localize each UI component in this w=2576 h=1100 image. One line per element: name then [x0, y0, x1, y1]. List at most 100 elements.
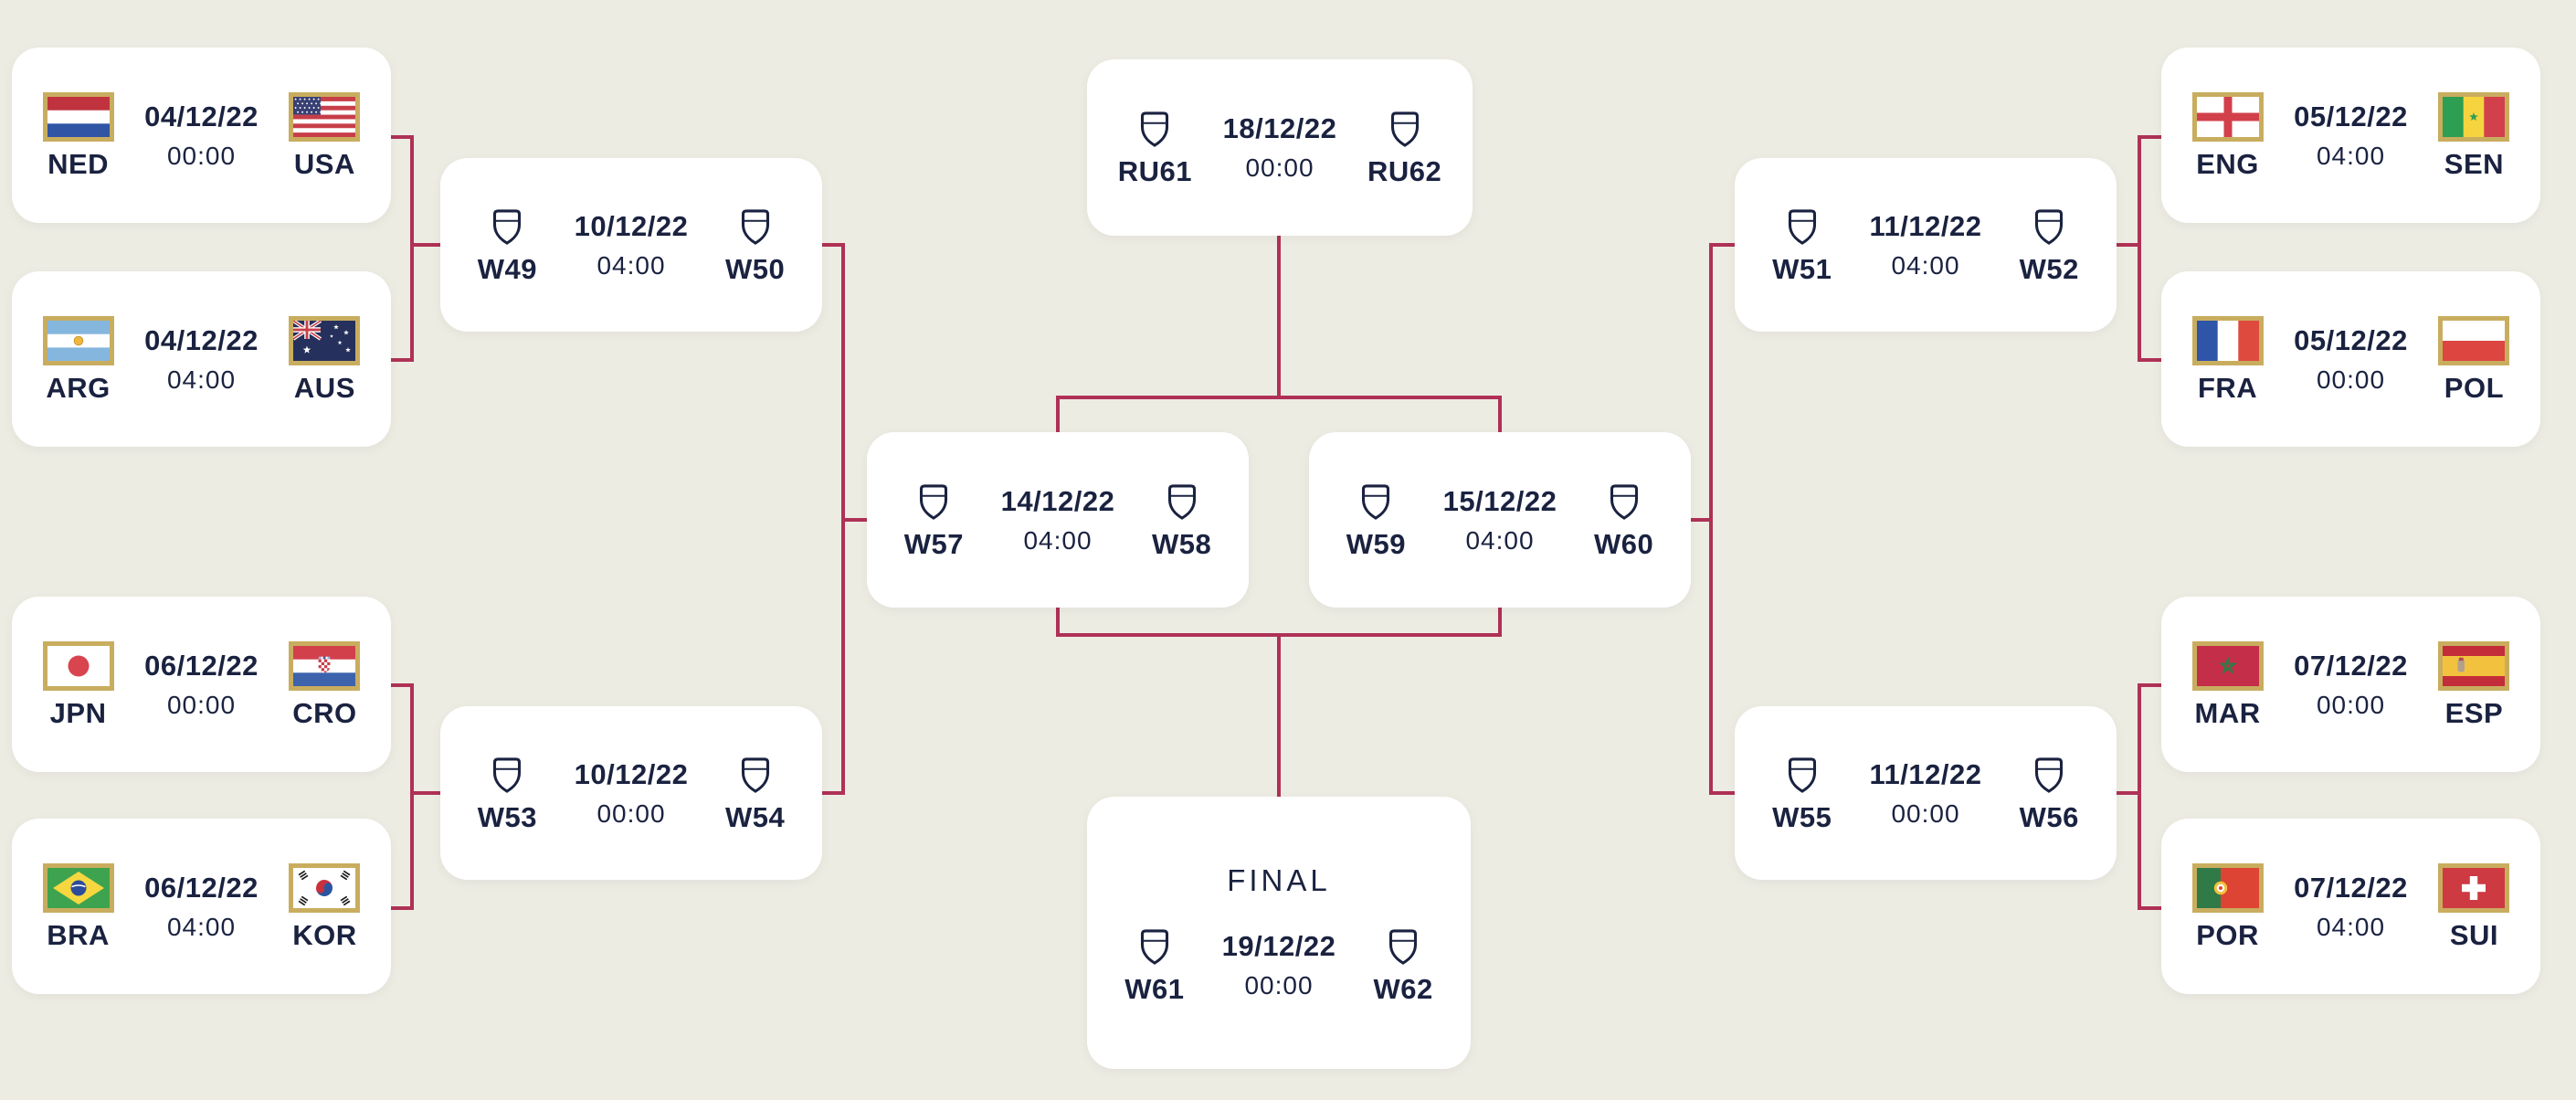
connector-line: [1709, 243, 1713, 795]
portugal-flag-icon: [2191, 863, 2264, 913]
match-card-ru61-ru62[interactable]: RU61 18/12/22 00:00 RU62: [1087, 59, 1473, 236]
connector-line: [391, 135, 414, 139]
match-row: ENG 05/12/22 04:00 SEN: [2161, 92, 2540, 178]
match-date: 11/12/22: [1869, 209, 1982, 242]
match-schedule: 06/12/22 04:00: [144, 873, 259, 940]
match-row: W49 10/12/22 04:00 W50: [440, 207, 822, 283]
away-team: AUS: [259, 316, 391, 402]
away-team: W56: [1981, 756, 2117, 831]
match-card-w59-w60[interactable]: W59 15/12/22 04:00 W60: [1309, 432, 1691, 608]
match-row: BRA 06/12/22 04:00 KOR: [12, 863, 391, 949]
match-schedule: 11/12/22 04:00: [1870, 212, 1982, 279]
match-row: W53 10/12/22 00:00 W54: [440, 756, 822, 831]
match-card-arg-aus[interactable]: ARG 04/12/22 04:00 AUS: [12, 271, 391, 447]
connector-line: [2117, 243, 2141, 247]
connector-line: [2141, 683, 2161, 687]
away-team: RU62: [1336, 110, 1473, 185]
poland-flag-icon: [2438, 316, 2510, 365]
france-flag-icon: [2191, 316, 2264, 365]
match-date: 04/12/22: [144, 100, 259, 132]
match-card-w57-w58[interactable]: W57 14/12/22 04:00 W58: [867, 432, 1249, 608]
team-code: BRA: [47, 919, 110, 951]
team-code: W55: [1772, 800, 1832, 833]
shield-icon: [491, 207, 523, 247]
connector-line: [1056, 396, 1502, 399]
team-code: RU61: [1117, 155, 1192, 187]
connector-line: [1498, 608, 1502, 637]
match-card-jpn-cro[interactable]: JPN 06/12/22 00:00 CRO: [12, 597, 391, 772]
match-date: 18/12/22: [1222, 112, 1337, 144]
match-card-mar-esp[interactable]: MAR 07/12/22 00:00 ESP: [2161, 597, 2540, 772]
match-date: 04/12/22: [144, 323, 259, 356]
match-time: 04:00: [1891, 250, 1960, 280]
match-date: 06/12/22: [144, 649, 259, 682]
match-row: W55 11/12/22 00:00 W56: [1735, 756, 2117, 831]
match-card-fra-pol[interactable]: FRA 05/12/22 00:00 POL: [2161, 271, 2540, 447]
shield-icon: [1138, 110, 1171, 149]
team-code: KOR: [292, 919, 357, 951]
match-schedule: 05/12/22 00:00: [2294, 326, 2408, 393]
match-schedule: 07/12/22 00:00: [2294, 651, 2408, 718]
match-card-bra-kor[interactable]: BRA 06/12/22 04:00 KOR: [12, 819, 391, 994]
match-schedule: 05/12/22 04:00: [2294, 102, 2408, 169]
away-team: CRO: [259, 641, 391, 727]
team-code: ESP: [2444, 697, 2504, 729]
away-team: SEN: [2408, 92, 2540, 178]
home-team: BRA: [12, 863, 144, 949]
team-code: ARG: [46, 372, 111, 404]
connector-line: [1056, 608, 1060, 637]
team-code: FRA: [2197, 372, 2258, 404]
match-date: 11/12/22: [1869, 757, 1982, 790]
croatia-flag-icon: [289, 641, 361, 691]
team-code: W51: [1772, 252, 1832, 285]
match-date: 07/12/22: [2294, 649, 2408, 682]
match-row: FRA 05/12/22 00:00 POL: [2161, 316, 2540, 402]
match-row: W51 11/12/22 04:00 W52: [1735, 207, 2117, 283]
shield-icon: [1786, 207, 1819, 247]
home-team: W59: [1309, 482, 1443, 558]
usa-flag-icon: [289, 92, 361, 142]
match-card-ned-usa[interactable]: NED 04/12/22 00:00 USA: [12, 48, 391, 223]
match-time: 00:00: [1891, 799, 1960, 828]
match-card-eng-sen[interactable]: ENG 05/12/22 04:00 SEN: [2161, 48, 2540, 223]
match-card-w51-w52[interactable]: W51 11/12/22 04:00 W52: [1735, 158, 2117, 332]
match-card-w49-w50[interactable]: W49 10/12/22 04:00 W50: [440, 158, 822, 332]
match-time: 04:00: [1465, 525, 1535, 555]
home-team: POR: [2161, 863, 2294, 949]
match-time: 00:00: [596, 799, 666, 828]
away-team: SUI: [2408, 863, 2540, 949]
match-time: 00:00: [166, 141, 237, 170]
match-card-por-sui[interactable]: POR 07/12/22 04:00 SUI: [2161, 819, 2540, 994]
match-time: 04:00: [166, 365, 237, 394]
connector-line: [2141, 906, 2161, 910]
match-card-final[interactable]: FINAL W61 19/12/22 00:00 W62: [1087, 797, 1471, 1069]
team-code: W58: [1152, 527, 1212, 560]
final-title: FINAL: [1227, 862, 1331, 897]
shield-icon: [739, 756, 772, 795]
shield-icon: [2032, 207, 2065, 247]
match-schedule: 04/12/22 00:00: [144, 102, 259, 169]
shield-icon: [917, 482, 950, 522]
match-schedule: 04/12/22 04:00: [144, 326, 259, 393]
shield-icon: [1138, 927, 1171, 967]
match-row: JPN 06/12/22 00:00 CRO: [12, 641, 391, 727]
home-team: FRA: [2161, 316, 2294, 402]
match-date: 05/12/22: [2294, 323, 2408, 356]
team-code: NED: [48, 148, 110, 180]
netherlands-flag-icon: [42, 92, 114, 142]
match-card-w55-w56[interactable]: W55 11/12/22 00:00 W56: [1735, 706, 2117, 880]
japan-flag-icon: [42, 641, 114, 691]
match-time: 00:00: [2316, 690, 2386, 719]
match-time: 00:00: [1244, 970, 1314, 1000]
away-team: W54: [688, 756, 822, 831]
connector-line: [1498, 396, 1502, 432]
match-date: 10/12/22: [574, 209, 689, 242]
south-korea-flag-icon: [289, 863, 361, 913]
match-time: 04:00: [1023, 525, 1093, 555]
home-team: W51: [1735, 207, 1870, 283]
team-code: W52: [2019, 252, 2079, 285]
match-time: 00:00: [166, 690, 237, 719]
match-card-w53-w54[interactable]: W53 10/12/22 00:00 W54: [440, 706, 822, 880]
shield-icon: [1359, 482, 1392, 522]
connector-line: [841, 243, 845, 795]
